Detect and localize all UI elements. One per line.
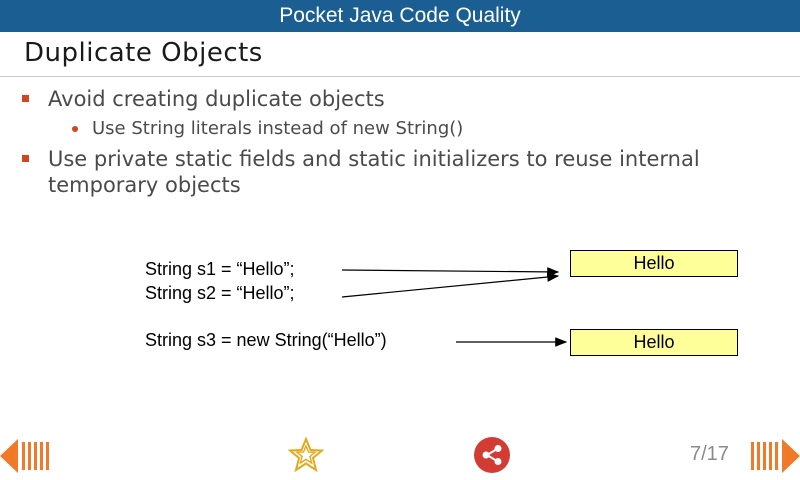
sub-bullet-item: Use String literals instead of new Strin… [72,118,772,140]
arrow-right-icon[interactable] [750,439,800,473]
bullet-text: Use private static fields and static ini… [48,147,700,197]
share-button[interactable] [474,437,510,473]
bullet-item: Avoid creating duplicate objects [22,86,782,112]
code-line-s1: String s1 = “Hello”; [145,259,295,279]
arrow-s1 [341,267,560,277]
app-title: Pocket Java Code Quality [279,4,521,27]
object-value-label: Hello [633,253,675,273]
code-line-s2: String s2 = “Hello”; [145,283,295,303]
arrow-s2 [341,272,560,298]
object-value-label: Hello [633,332,675,352]
title-divider [0,76,800,77]
square-bullet-icon [22,95,29,102]
code-line-s3: String s3 = new String(“Hello”) [145,330,387,350]
footer-toolbar: 7/17 [0,427,800,480]
app-title-bar: Pocket Java Code Quality [0,0,800,32]
square-bullet-icon [22,155,29,162]
page-indicator: 7/17 [690,443,729,465]
slide-content: Duplicate Objects Avoid creating duplica… [0,32,800,427]
bullet-item: Use private static fields and static ini… [22,146,742,198]
heap-object-box: Hello [570,329,738,356]
star-icon[interactable] [288,437,324,473]
string-pool-object-box: Hello [570,250,738,277]
sub-bullet-text: Use String literals instead of new Strin… [92,118,464,139]
slide-title: Duplicate Objects [24,38,263,68]
arrow-left-icon[interactable] [0,439,50,473]
reference-arrows [341,267,568,347]
share-icon [482,445,502,465]
round-bullet-icon [72,126,78,132]
bullet-text: Avoid creating duplicate objects [48,87,385,111]
